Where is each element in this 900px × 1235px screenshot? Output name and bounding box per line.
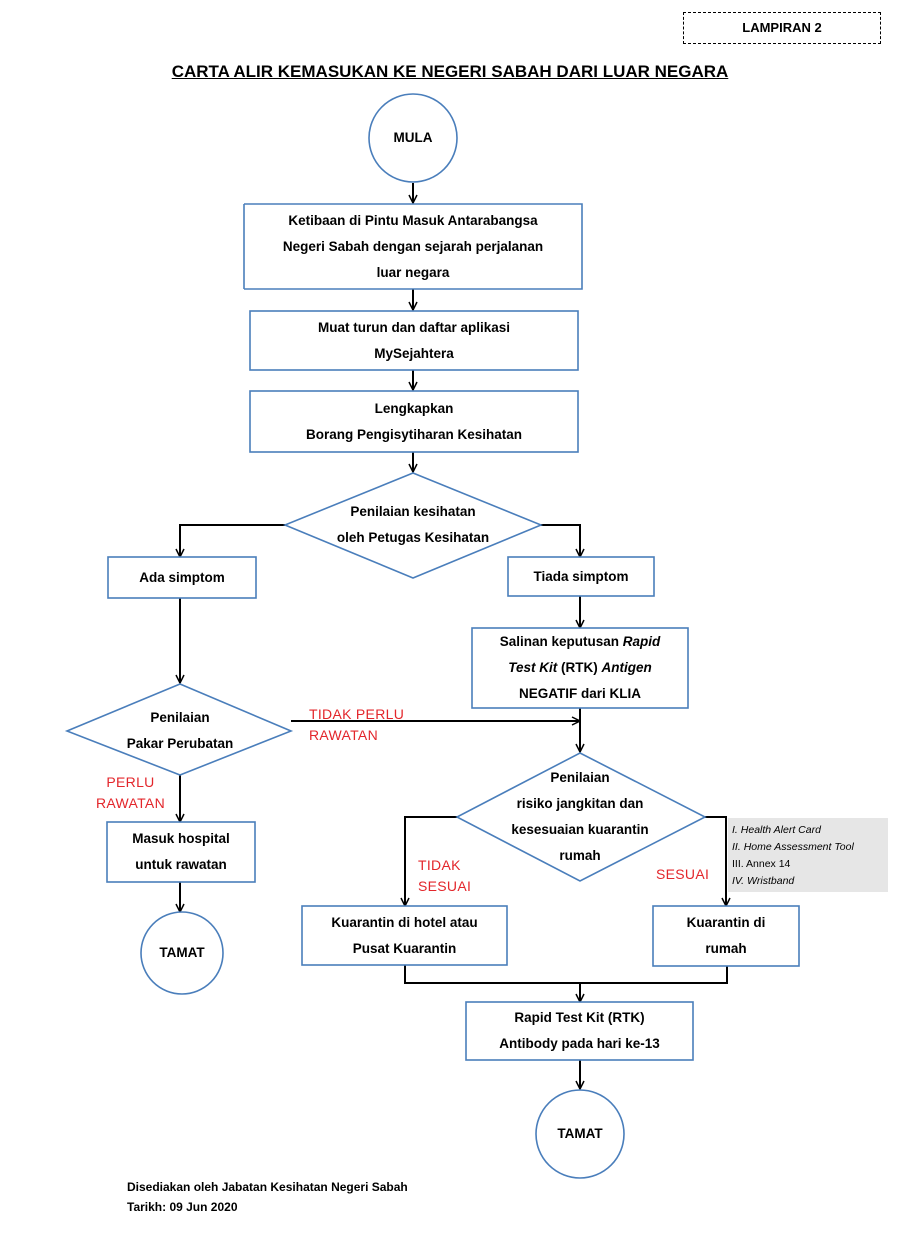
tiada-simptom-box [507, 556, 655, 597]
muatturun-box [249, 310, 579, 371]
rumah-box [652, 905, 800, 967]
edge-penilaian-tiada [541, 524, 580, 557]
edge-penilaian-ada [180, 524, 285, 557]
date: Tarikh: 09 Jun 2020 [127, 1200, 238, 1214]
penilaian-risiko-diamond [455, 752, 707, 882]
tamat-bottom-circle [535, 1089, 625, 1179]
tamat-bottom-label: TAMAT [557, 1126, 603, 1141]
tiada-simptom-label: Tiada simptom [533, 568, 629, 584]
salinan-box [471, 627, 689, 709]
tamat-left-circle [140, 911, 224, 995]
ada-simptom-label: Ada simptom [139, 569, 225, 585]
mula-label: MULA [393, 130, 433, 145]
penilaian-kesihatan-diamond [282, 472, 544, 579]
edge-label-sesuai: SESUAI [656, 866, 710, 882]
lengkapkan-box [249, 390, 579, 453]
rtk-label: Rapid Test Kit (RTK)Antibody pada hari k… [499, 1010, 660, 1051]
home-quarantine-items-note: I. Health Alert Card II. Home Assessment… [728, 818, 888, 892]
ketibaan-box [243, 203, 583, 290]
tamat-left-label: TAMAT [159, 945, 205, 960]
edge-merge [404, 965, 728, 984]
penilaian-pakar-diamond [64, 683, 294, 776]
lampiran-label: LAMPIRAN 2 [683, 12, 881, 44]
page-title: CARTA ALIR KEMASUKAN KE NEGERI SABAH DAR… [171, 62, 729, 81]
edge-risiko-hotel [405, 816, 457, 906]
edge-risiko-rumah [705, 816, 726, 906]
hotel-box [301, 905, 508, 966]
mula-circle [368, 93, 458, 183]
ada-simptom-box [107, 556, 257, 599]
prepared-by: Disediakan oleh Jabatan Kesihatan Negeri… [127, 1180, 408, 1194]
salinan-label: Salinan keputusan Rapid Test Kit (RTK) A… [499, 634, 661, 701]
hospital-box [106, 821, 256, 883]
footer: Disediakan oleh Jabatan Kesihatan Negeri… [127, 1177, 408, 1217]
rtk-box [465, 1001, 694, 1061]
